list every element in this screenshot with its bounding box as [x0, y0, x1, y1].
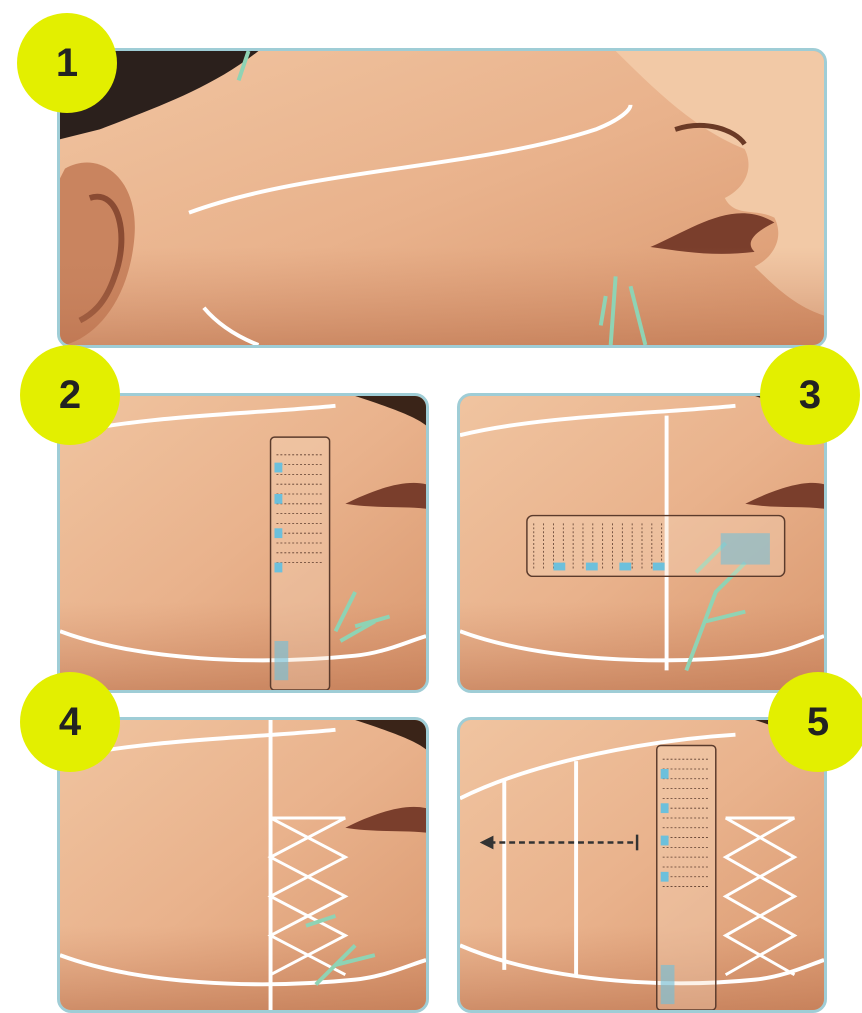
face-with-segments-and-template	[460, 720, 824, 1010]
step-number: 5	[807, 700, 829, 745]
step-3-panel	[457, 393, 827, 693]
step-number: 4	[59, 700, 81, 745]
step-badge-2: 2	[20, 345, 120, 445]
step-badge-4: 4	[20, 672, 120, 772]
horizontal-template-guide	[527, 516, 785, 577]
face-with-vertical-template	[60, 396, 426, 690]
step-2-panel	[57, 393, 429, 693]
vertical-template-guide	[657, 745, 716, 1010]
face-with-crosshatch-marking	[60, 720, 426, 1010]
vertical-template-guide	[271, 437, 330, 690]
step-1-panel	[57, 48, 827, 348]
step-badge-3: 3	[760, 345, 860, 445]
step-badge-5: 5	[768, 672, 862, 772]
face-with-horizontal-template	[460, 396, 824, 690]
step-badge-1: 1	[17, 13, 117, 113]
ulthera-logo	[721, 533, 770, 564]
step-4-panel	[57, 717, 429, 1013]
step-5-panel	[457, 717, 827, 1013]
step-number: 3	[799, 373, 821, 418]
step-number: 1	[56, 41, 78, 86]
face-profile-illustration	[60, 51, 824, 345]
step-number: 2	[59, 373, 81, 418]
